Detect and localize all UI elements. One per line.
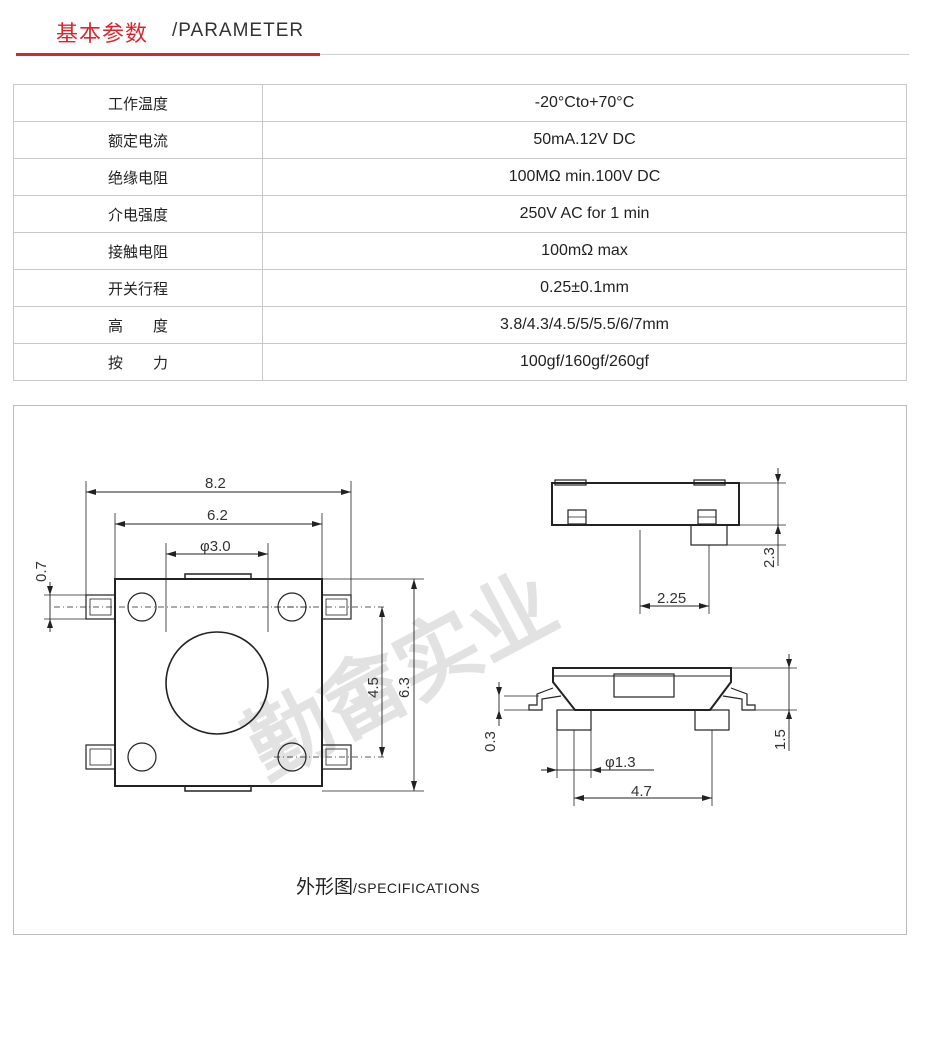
caption-en: /SPECIFICATIONS <box>353 880 481 896</box>
dim-label: 6.3 <box>396 677 413 698</box>
dim-label: 8.2 <box>205 475 226 492</box>
dim-label: φ3.0 <box>200 538 231 555</box>
title-underline <box>16 53 320 56</box>
drawing-caption: 外形图/SPECIFICATIONS <box>296 872 480 899</box>
param-key: 开关行程 <box>13 269 263 307</box>
watermark-text: 勤畲实业 <box>231 555 572 796</box>
param-value: 50mA.12V DC <box>262 121 907 159</box>
section-title-en: /PARAMETER <box>172 20 305 41</box>
param-key: 工作温度 <box>13 84 263 122</box>
param-key: 高 度 <box>13 306 263 344</box>
section-title-cn: 基本参数 <box>56 22 149 47</box>
section-header: 基本参数 /PARAMETER <box>16 14 909 56</box>
dim-label: 0.3 <box>482 731 499 752</box>
param-key: 按 力 <box>13 343 263 381</box>
dim-label: 4.5 <box>365 677 382 698</box>
dim-label: 6.2 <box>207 507 228 524</box>
param-value: 0.25±0.1mm <box>262 269 907 307</box>
param-value: 100mΩ max <box>262 232 907 270</box>
specification-drawing-panel: 勤畲实业 <box>13 405 907 935</box>
caption-cn: 外形图 <box>296 876 354 898</box>
dim-label: 1.5 <box>772 729 789 750</box>
dim-label: 2.3 <box>761 547 778 568</box>
top-view: 8.2 6.2 φ3.0 0.7 4.5 6.3 <box>33 475 424 792</box>
dim-label: 4.7 <box>631 783 652 800</box>
dim-label: φ1.3 <box>605 754 636 771</box>
param-value: 250V AC for 1 min <box>262 195 907 233</box>
side-view: 2.25 2.3 <box>551 468 786 614</box>
param-value: 3.8/4.3/4.5/5/5.5/6/7mm <box>262 306 907 344</box>
param-key: 绝缘电阻 <box>13 158 263 196</box>
dim-label: 0.7 <box>33 561 50 582</box>
dim-label: 2.25 <box>657 590 686 607</box>
param-value: 100gf/160gf/260gf <box>262 343 907 381</box>
param-value: 100MΩ min.100V DC <box>262 158 907 196</box>
param-value: -20°Cto+70°C <box>262 84 907 122</box>
param-key: 额定电流 <box>13 121 263 159</box>
front-view: 0.3 φ1.3 1.5 4.7 <box>482 654 797 806</box>
param-key: 接触电阻 <box>13 232 263 270</box>
param-key: 介电强度 <box>13 195 263 233</box>
dimension-drawing: 勤畲实业 <box>33 468 797 806</box>
table-row: 工作温度-20°Cto+70°C <box>13 84 907 122</box>
